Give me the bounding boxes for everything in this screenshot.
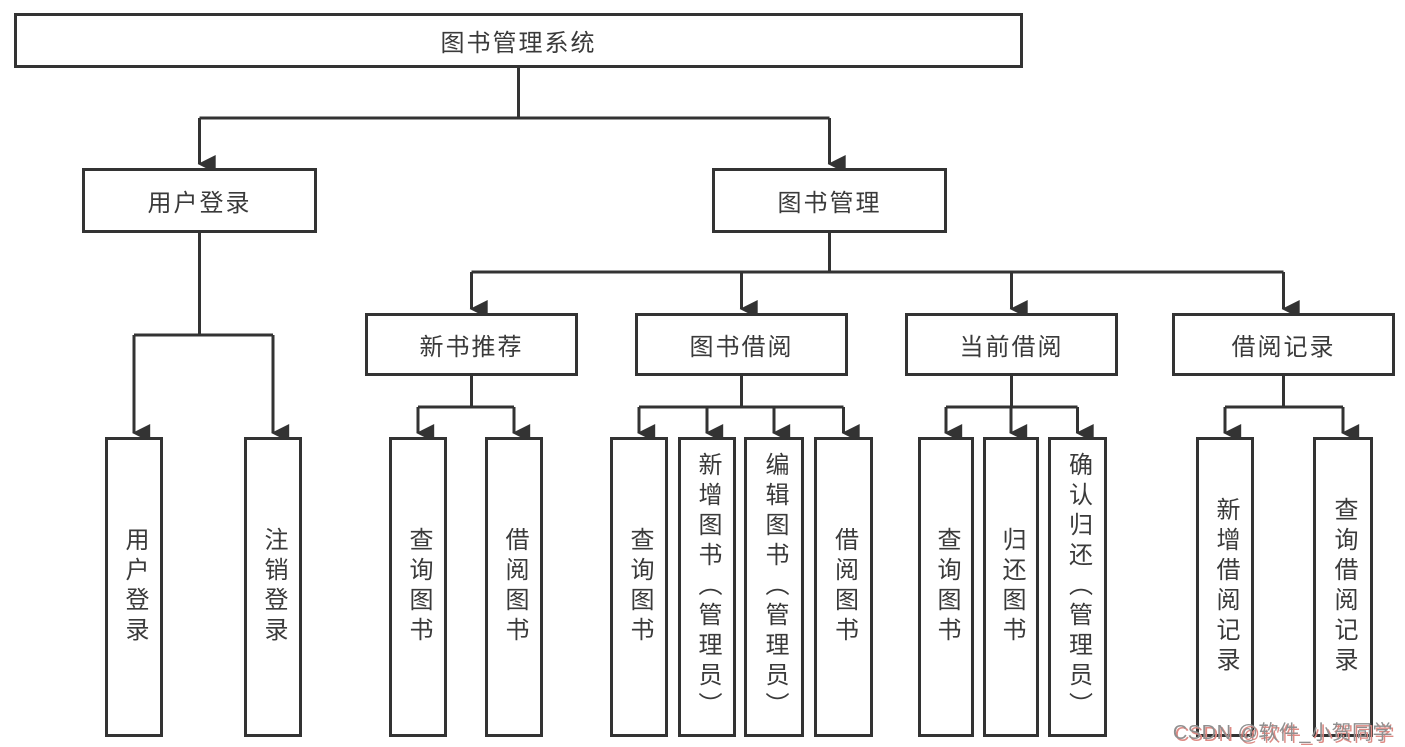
node-root-system: 图书管理系统 bbox=[14, 13, 1023, 68]
leaf-add-books-admin: 新增图书（管理员） bbox=[678, 437, 736, 737]
leaf-label: 归还图书 bbox=[998, 527, 1025, 647]
leaf-label: 查询图书 bbox=[626, 527, 653, 647]
node-current-borrow: 当前借阅 bbox=[905, 313, 1118, 376]
watermark: CSDN @软件_小贺同学 bbox=[1172, 722, 1393, 744]
leaf-query-books-current: 查询图书 bbox=[918, 437, 974, 737]
leaf-label: 新增借阅记录 bbox=[1212, 497, 1239, 677]
node-book-borrow: 图书借阅 bbox=[635, 313, 848, 376]
leaf-label: 查询借阅记录 bbox=[1330, 497, 1357, 677]
leaf-label: 查询图书 bbox=[405, 527, 432, 647]
leaf-borrow-books: 借阅图书 bbox=[814, 437, 873, 737]
node-label: 图书管理 bbox=[777, 190, 882, 217]
node-book-management: 图书管理 bbox=[712, 168, 947, 233]
leaf-label: 用户登录 bbox=[121, 527, 148, 647]
node-label: 当前借阅 bbox=[959, 334, 1064, 361]
node-user-login: 用户登录 bbox=[82, 168, 317, 233]
leaf-label: 借阅图书 bbox=[501, 527, 528, 647]
node-label: 用户登录 bbox=[147, 190, 252, 217]
leaf-user-login: 用户登录 bbox=[105, 437, 163, 737]
node-label: 借阅记录 bbox=[1231, 334, 1336, 361]
leaf-label: 编辑图书（管理员） bbox=[761, 452, 788, 722]
leaf-borrow-books-recommend: 借阅图书 bbox=[485, 437, 543, 737]
node-label: 新书推荐 bbox=[419, 334, 524, 361]
leaf-query-books-borrow: 查询图书 bbox=[610, 437, 668, 737]
leaf-logout: 注销登录 bbox=[244, 437, 302, 737]
node-label: 图书管理系统 bbox=[440, 30, 597, 57]
leaf-label: 新增图书（管理员） bbox=[694, 452, 721, 722]
node-borrow-records: 借阅记录 bbox=[1172, 313, 1395, 376]
leaf-query-borrow-record: 查询借阅记录 bbox=[1313, 437, 1373, 737]
node-new-book-recommend: 新书推荐 bbox=[365, 313, 578, 376]
leaf-return-books: 归还图书 bbox=[983, 437, 1039, 737]
leaf-confirm-return-admin: 确认归还（管理员） bbox=[1048, 437, 1107, 737]
leaf-add-borrow-record: 新增借阅记录 bbox=[1196, 437, 1254, 737]
node-label: 图书借阅 bbox=[689, 334, 794, 361]
leaf-edit-books-admin: 编辑图书（管理员） bbox=[744, 437, 804, 737]
leaf-label: 注销登录 bbox=[260, 527, 287, 647]
leaf-query-books-recommend: 查询图书 bbox=[389, 437, 447, 737]
leaf-label: 查询图书 bbox=[933, 527, 960, 647]
leaf-label: 借阅图书 bbox=[830, 527, 858, 647]
leaf-label: 确认归还（管理员） bbox=[1064, 452, 1092, 722]
